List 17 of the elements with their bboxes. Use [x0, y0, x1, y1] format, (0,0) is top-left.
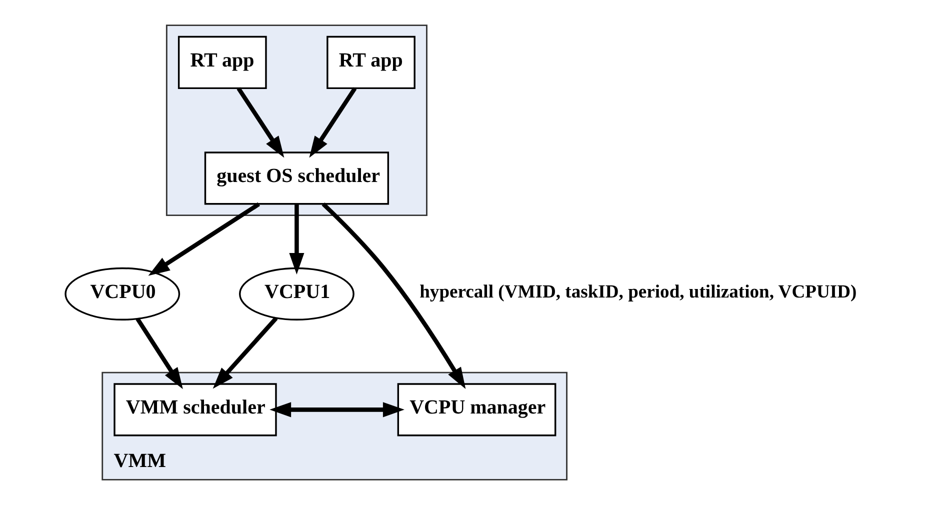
node-box: guest OS scheduler: [204, 152, 389, 205]
arrow: [269, 402, 404, 418]
arrow: [236, 87, 284, 158]
node-box: VMM scheduler: [113, 383, 276, 436]
arrow: [288, 204, 304, 275]
arrow: [212, 316, 278, 389]
node-box: VCPU manager: [396, 383, 556, 436]
edge-label: hypercall (VMID, taskID, period, utilization, VCPUID): [419, 281, 856, 302]
node-box: RT app: [326, 36, 415, 90]
node-box: RT app: [177, 36, 266, 90]
arrow: [148, 202, 260, 276]
node-ellipse: VCPU1: [238, 267, 354, 321]
arrow: [135, 318, 182, 390]
arrow: [321, 202, 466, 390]
node-ellipse: VCPU0: [64, 267, 180, 321]
arrow: [308, 87, 356, 158]
cluster: [165, 24, 427, 216]
